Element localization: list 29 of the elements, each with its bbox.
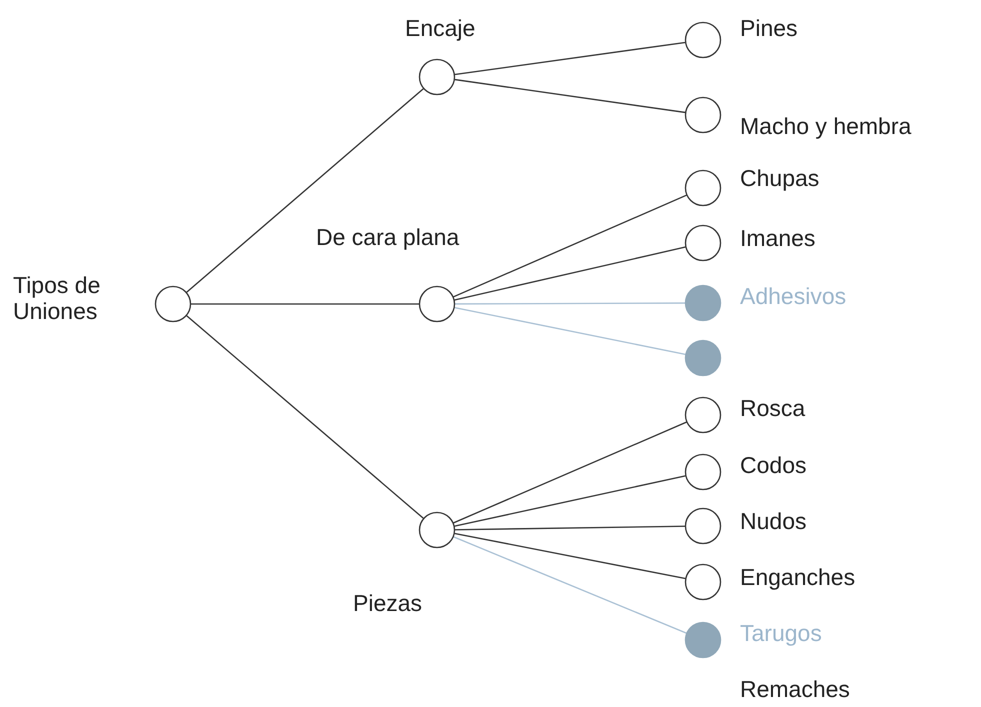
connector-line: [455, 526, 685, 530]
node-label: Tipos de Uniones: [13, 272, 102, 324]
item-label: Remaches: [740, 676, 850, 702]
connector-line: [186, 88, 424, 293]
node-label: Encaje: [405, 15, 476, 41]
connector-line: [454, 475, 686, 527]
node-label: Tarugos: [740, 620, 822, 646]
connector-line: [186, 315, 424, 519]
node-label: Adhesivos: [740, 283, 846, 309]
node-label: Enganches: [740, 564, 856, 590]
connector-line: [191, 303, 419, 305]
node-label: Macho y hembra: [740, 113, 912, 139]
connector-line: [454, 78, 686, 114]
connector-line: [454, 42, 686, 76]
node-label: Rosca: [740, 395, 806, 421]
connector-line: [455, 302, 685, 305]
connector-line: [454, 532, 686, 580]
node-label: Piezas: [353, 590, 422, 616]
node-label: Chupas: [740, 165, 820, 191]
node-label: De cara plana: [316, 224, 460, 250]
node-label: Imanes: [740, 225, 816, 251]
connector-line: [453, 422, 687, 524]
connector-line: [453, 536, 687, 634]
connector-line: [453, 194, 687, 298]
connector-line: [454, 246, 686, 301]
node-label: Pines: [740, 15, 798, 41]
node-label: Nudos: [740, 508, 806, 534]
connector-line: [454, 306, 686, 356]
node-label: Codos: [740, 452, 806, 478]
